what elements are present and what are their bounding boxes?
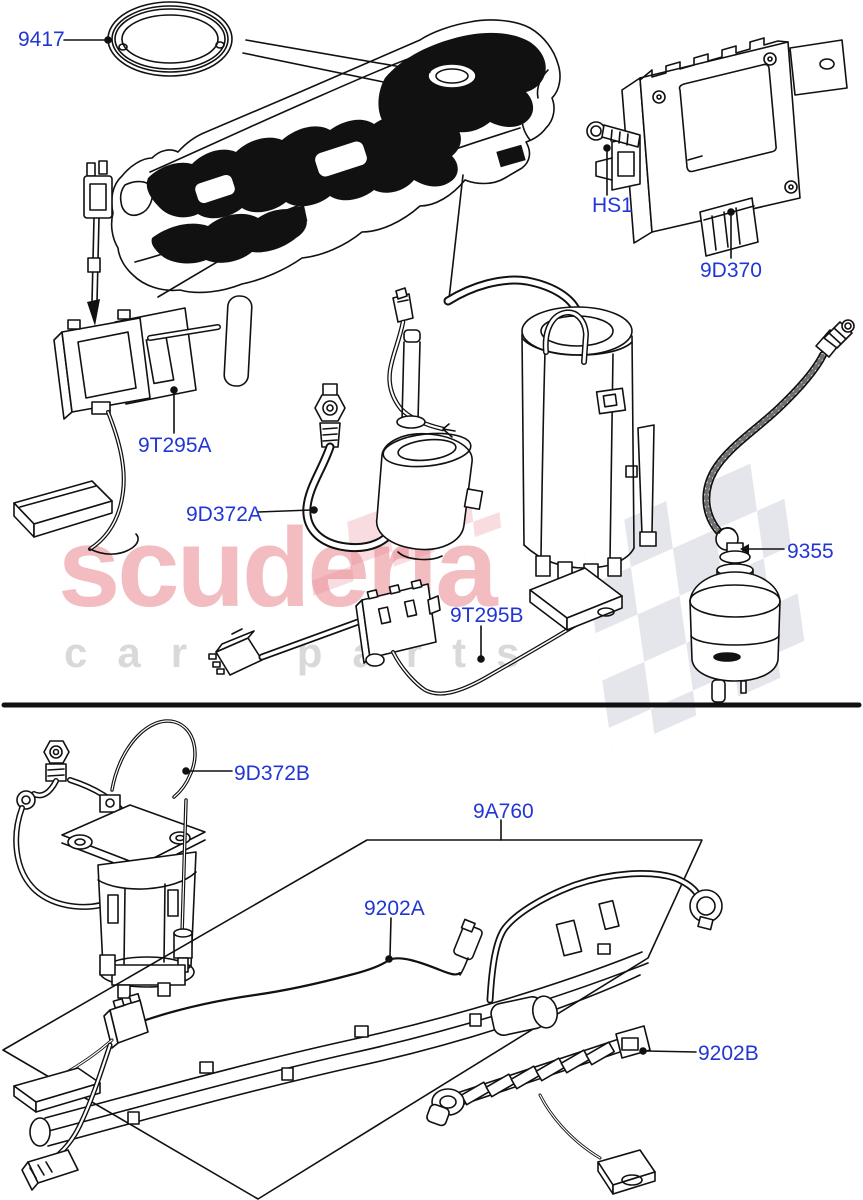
part-label-sensor-b[interactable]: 9202B — [698, 1042, 759, 1065]
fuel-pump-module-a-drawing — [257, 275, 657, 583]
part-label-sender-upper[interactable]: 9T295A — [138, 434, 212, 457]
part-label-lock-ring[interactable]: 9417 — [18, 28, 65, 51]
wiring-harness-drawing — [13, 870, 723, 1191]
hold-down-bolt-drawing — [586, 121, 641, 196]
fuel-pump-b-drawing — [13, 719, 233, 999]
part-label-pump-module-a[interactable]: 9D372A — [186, 503, 262, 526]
part-label-sensor-a[interactable]: 9202A — [364, 897, 425, 920]
part-label-fuel-damper[interactable]: 9355 — [787, 540, 834, 563]
lock-ring-drawing — [63, 1, 233, 77]
harness-boundary — [2, 819, 703, 1200]
part-label-sender-mid[interactable]: 9T295B — [450, 604, 524, 627]
part-label-control-module[interactable]: 9D370 — [700, 259, 762, 282]
fuel-tank-drawing — [110, 19, 561, 300]
fuel-damper-drawing — [689, 319, 855, 703]
part-label-pump-lower[interactable]: 9D372B — [234, 762, 310, 785]
part-label-bolt-hs1[interactable]: HS1 — [592, 194, 633, 217]
fuel-pump-control-module-drawing — [595, 37, 848, 259]
fuel-level-sensor-b-drawing — [426, 1025, 697, 1195]
fuel-level-sender-a-drawing — [13, 160, 253, 555]
part-label-wiring-harness[interactable]: 9A760 — [473, 800, 534, 823]
watermark-tagline-text: car parts — [64, 629, 550, 676]
fuel-level-sender-b-drawing — [208, 567, 623, 696]
